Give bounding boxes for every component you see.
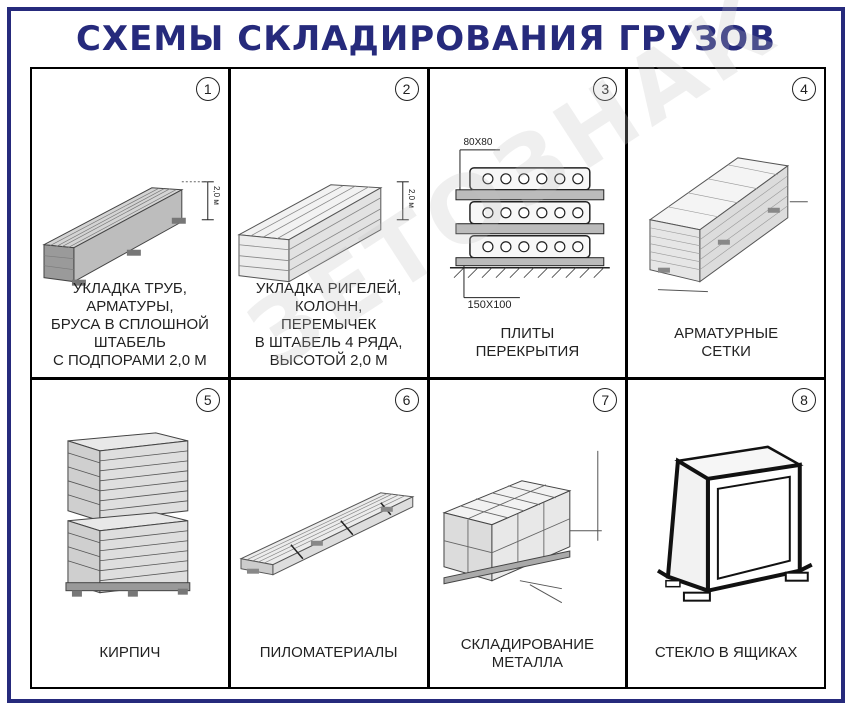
scheme-cell-1: 1 2,0 м УКЛАДКА ТРУБ,АРМ: [32, 69, 228, 377]
cell-1-dim-label: 2,0 м: [212, 186, 221, 205]
cell-3-dim-top: 80Х80: [463, 137, 493, 148]
cell-number-4: 4: [792, 77, 816, 101]
cell-number-7: 7: [593, 387, 618, 412]
cell-6-caption: ПИЛОМАТЕРИАЛЫ: [259, 643, 398, 661]
cell-number-1: 1: [195, 77, 220, 101]
cell-3-dim-bottom: 150Х100: [467, 299, 512, 311]
schemes-grid: 1 2,0 м УКЛАДКА ТРУБ,АРМ: [30, 67, 826, 689]
glass-crate-icon: [657, 445, 813, 602]
scheme-cell-2: 2 2,0 м УКЛАДКА РИГЕЛЕЙ,КОЛ: [230, 69, 427, 377]
cell-number-3: 3: [593, 77, 618, 101]
poster-title: СХЕМЫ СКЛАДИРОВАНИЯ ГРУЗОВ: [75, 19, 777, 59]
beams-stack-icon: [237, 181, 409, 283]
cell-number-2: 2: [394, 77, 419, 101]
rebar-mesh-icon: [648, 157, 809, 293]
cell-8-caption: СТЕКЛО В ЯЩИКАХ: [654, 643, 798, 661]
scheme-cell-3: 3: [429, 69, 626, 377]
cell-number-8: 8: [792, 387, 816, 412]
scheme-cell-4: 4: [628, 69, 824, 377]
scheme-cell-5: 5: [32, 379, 228, 687]
pipes-stack-icon: [42, 181, 214, 286]
scheme-cell-8: 8 СТЕКЛО В ЯЩИКАХ: [628, 379, 824, 687]
cell-2-dim-label: 2,0 м: [406, 189, 416, 208]
scheme-cell-7: 7 СКЛАДИРОВАНИЕ: [429, 379, 626, 687]
cell-number-6: 6: [394, 387, 419, 412]
cell-5-caption: КИРПИЧ: [99, 643, 161, 661]
poster-frame: СХЕМЫ СКЛАДИРОВАНИЯ ГРУЗОВ 1: [7, 7, 845, 703]
floor-slabs-icon: [449, 149, 610, 299]
brick-pallets-icon: [65, 431, 191, 597]
metal-boxes-icon: [441, 450, 602, 603]
cell-number-5: 5: [195, 387, 220, 412]
scheme-cell-6: 6 ПИЛОМАТЕРИАЛЫ: [230, 379, 427, 687]
lumber-icon: [239, 491, 415, 575]
